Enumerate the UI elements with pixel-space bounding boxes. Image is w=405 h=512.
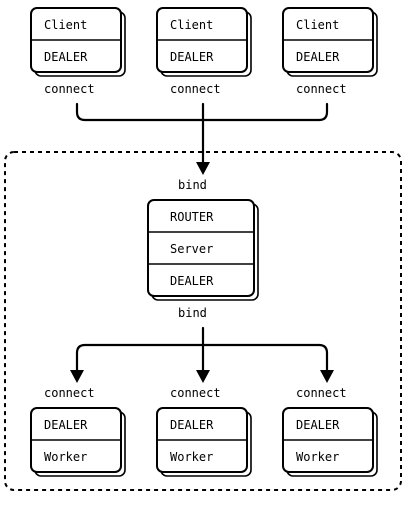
client-3-connect-label: connect <box>296 82 347 96</box>
worker-3-socket-label: DEALER <box>296 418 340 432</box>
client-3-label: Client <box>296 18 339 32</box>
worker-2-socket-label: DEALER <box>170 418 214 432</box>
server-node: ROUTER Server DEALER <box>147 199 259 301</box>
worker-1-label: Worker <box>44 450 87 464</box>
arrow-to-worker-3 <box>320 370 334 383</box>
client-2-label: Client <box>170 18 213 32</box>
client-1-connect-label: connect <box>44 82 95 96</box>
server-backend-label: DEALER <box>170 274 214 288</box>
client-2-connect-label: connect <box>170 82 221 96</box>
worker-1-connect-label: connect <box>44 386 95 400</box>
worker-2-label: Worker <box>170 450 213 464</box>
dealer-bind-label: bind <box>178 306 207 320</box>
arrow-to-worker-1 <box>70 370 84 383</box>
worker-node-3: DEALER Worker <box>282 407 378 477</box>
worker-node-1: DEALER Worker <box>30 407 126 477</box>
client-3-socket-label: DEALER <box>296 50 340 64</box>
server-frontend-label: ROUTER <box>170 210 214 224</box>
client-node-3: Client DEALER <box>282 7 378 77</box>
worker-node-2: DEALER Worker <box>156 407 252 477</box>
client-2-socket-label: DEALER <box>170 50 214 64</box>
worker-3-connect-label: connect <box>296 386 347 400</box>
worker-3-label: Worker <box>296 450 339 464</box>
client-node-1: Client DEALER <box>30 7 126 77</box>
router-bind-label: bind <box>178 178 207 192</box>
server-name-label: Server <box>170 242 213 256</box>
client-node-2: Client DEALER <box>156 7 252 77</box>
arrow-to-worker-2 <box>196 370 210 383</box>
server-boundary <box>4 151 402 491</box>
worker-1-socket-label: DEALER <box>44 418 88 432</box>
client-1-label: Client <box>44 18 87 32</box>
arrow-to-router <box>196 162 210 175</box>
worker-fanout-connector <box>75 343 329 373</box>
worker-2-connect-label: connect <box>170 386 221 400</box>
client-1-socket-label: DEALER <box>44 50 88 64</box>
